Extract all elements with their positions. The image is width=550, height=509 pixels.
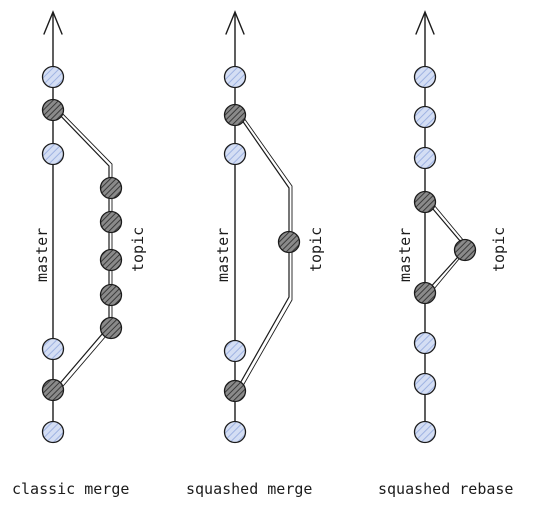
- squashed-topic-commit: [277, 230, 301, 254]
- master-commit: [413, 420, 437, 444]
- master-commit: [41, 98, 65, 122]
- merge-commit: [41, 378, 65, 402]
- panel-caption: squashed rebase: [378, 480, 513, 498]
- master-commit: [223, 339, 247, 363]
- panel-classic-merge: master topic classic merge: [12, 10, 147, 498]
- master-commit: [413, 105, 437, 129]
- master-commit: [41, 65, 65, 89]
- master-commit: [41, 337, 65, 361]
- topic-commit: [99, 316, 123, 340]
- master-label: master: [214, 228, 232, 282]
- panel-squashed-merge: master topic squashed merge: [186, 10, 325, 498]
- master-commit: [413, 331, 437, 355]
- topic-commit: [99, 176, 123, 200]
- panel-caption: classic merge: [12, 480, 129, 498]
- arrow-head-icon: [43, 10, 63, 35]
- master-commit: [223, 103, 247, 127]
- master-commit: [413, 281, 437, 305]
- master-commit: [41, 142, 65, 166]
- squashed-topic-commit: [453, 238, 477, 262]
- arrow-head-icon: [415, 10, 435, 35]
- topic-commit: [99, 248, 123, 272]
- master-commit: [223, 420, 247, 444]
- topic-commit: [99, 210, 123, 234]
- topic-branch-line: [54, 109, 110, 389]
- arrow-head-icon: [225, 10, 245, 35]
- master-label: master: [396, 228, 414, 282]
- topic-label: topic: [307, 227, 325, 272]
- master-commit: [413, 372, 437, 396]
- merge-commit: [223, 379, 247, 403]
- topic-commit: [99, 283, 123, 307]
- master-commit: [413, 146, 437, 170]
- topic-label: topic: [129, 227, 147, 272]
- master-commit: [223, 65, 247, 89]
- panel-squashed-rebase: master topic squashed rebase: [378, 10, 513, 498]
- master-commit: [223, 142, 247, 166]
- panel-caption: squashed merge: [186, 480, 312, 498]
- master-label: master: [33, 228, 51, 282]
- master-commit: [41, 420, 65, 444]
- master-commit: [413, 190, 437, 214]
- master-commit: [413, 65, 437, 89]
- topic-label: topic: [490, 227, 508, 272]
